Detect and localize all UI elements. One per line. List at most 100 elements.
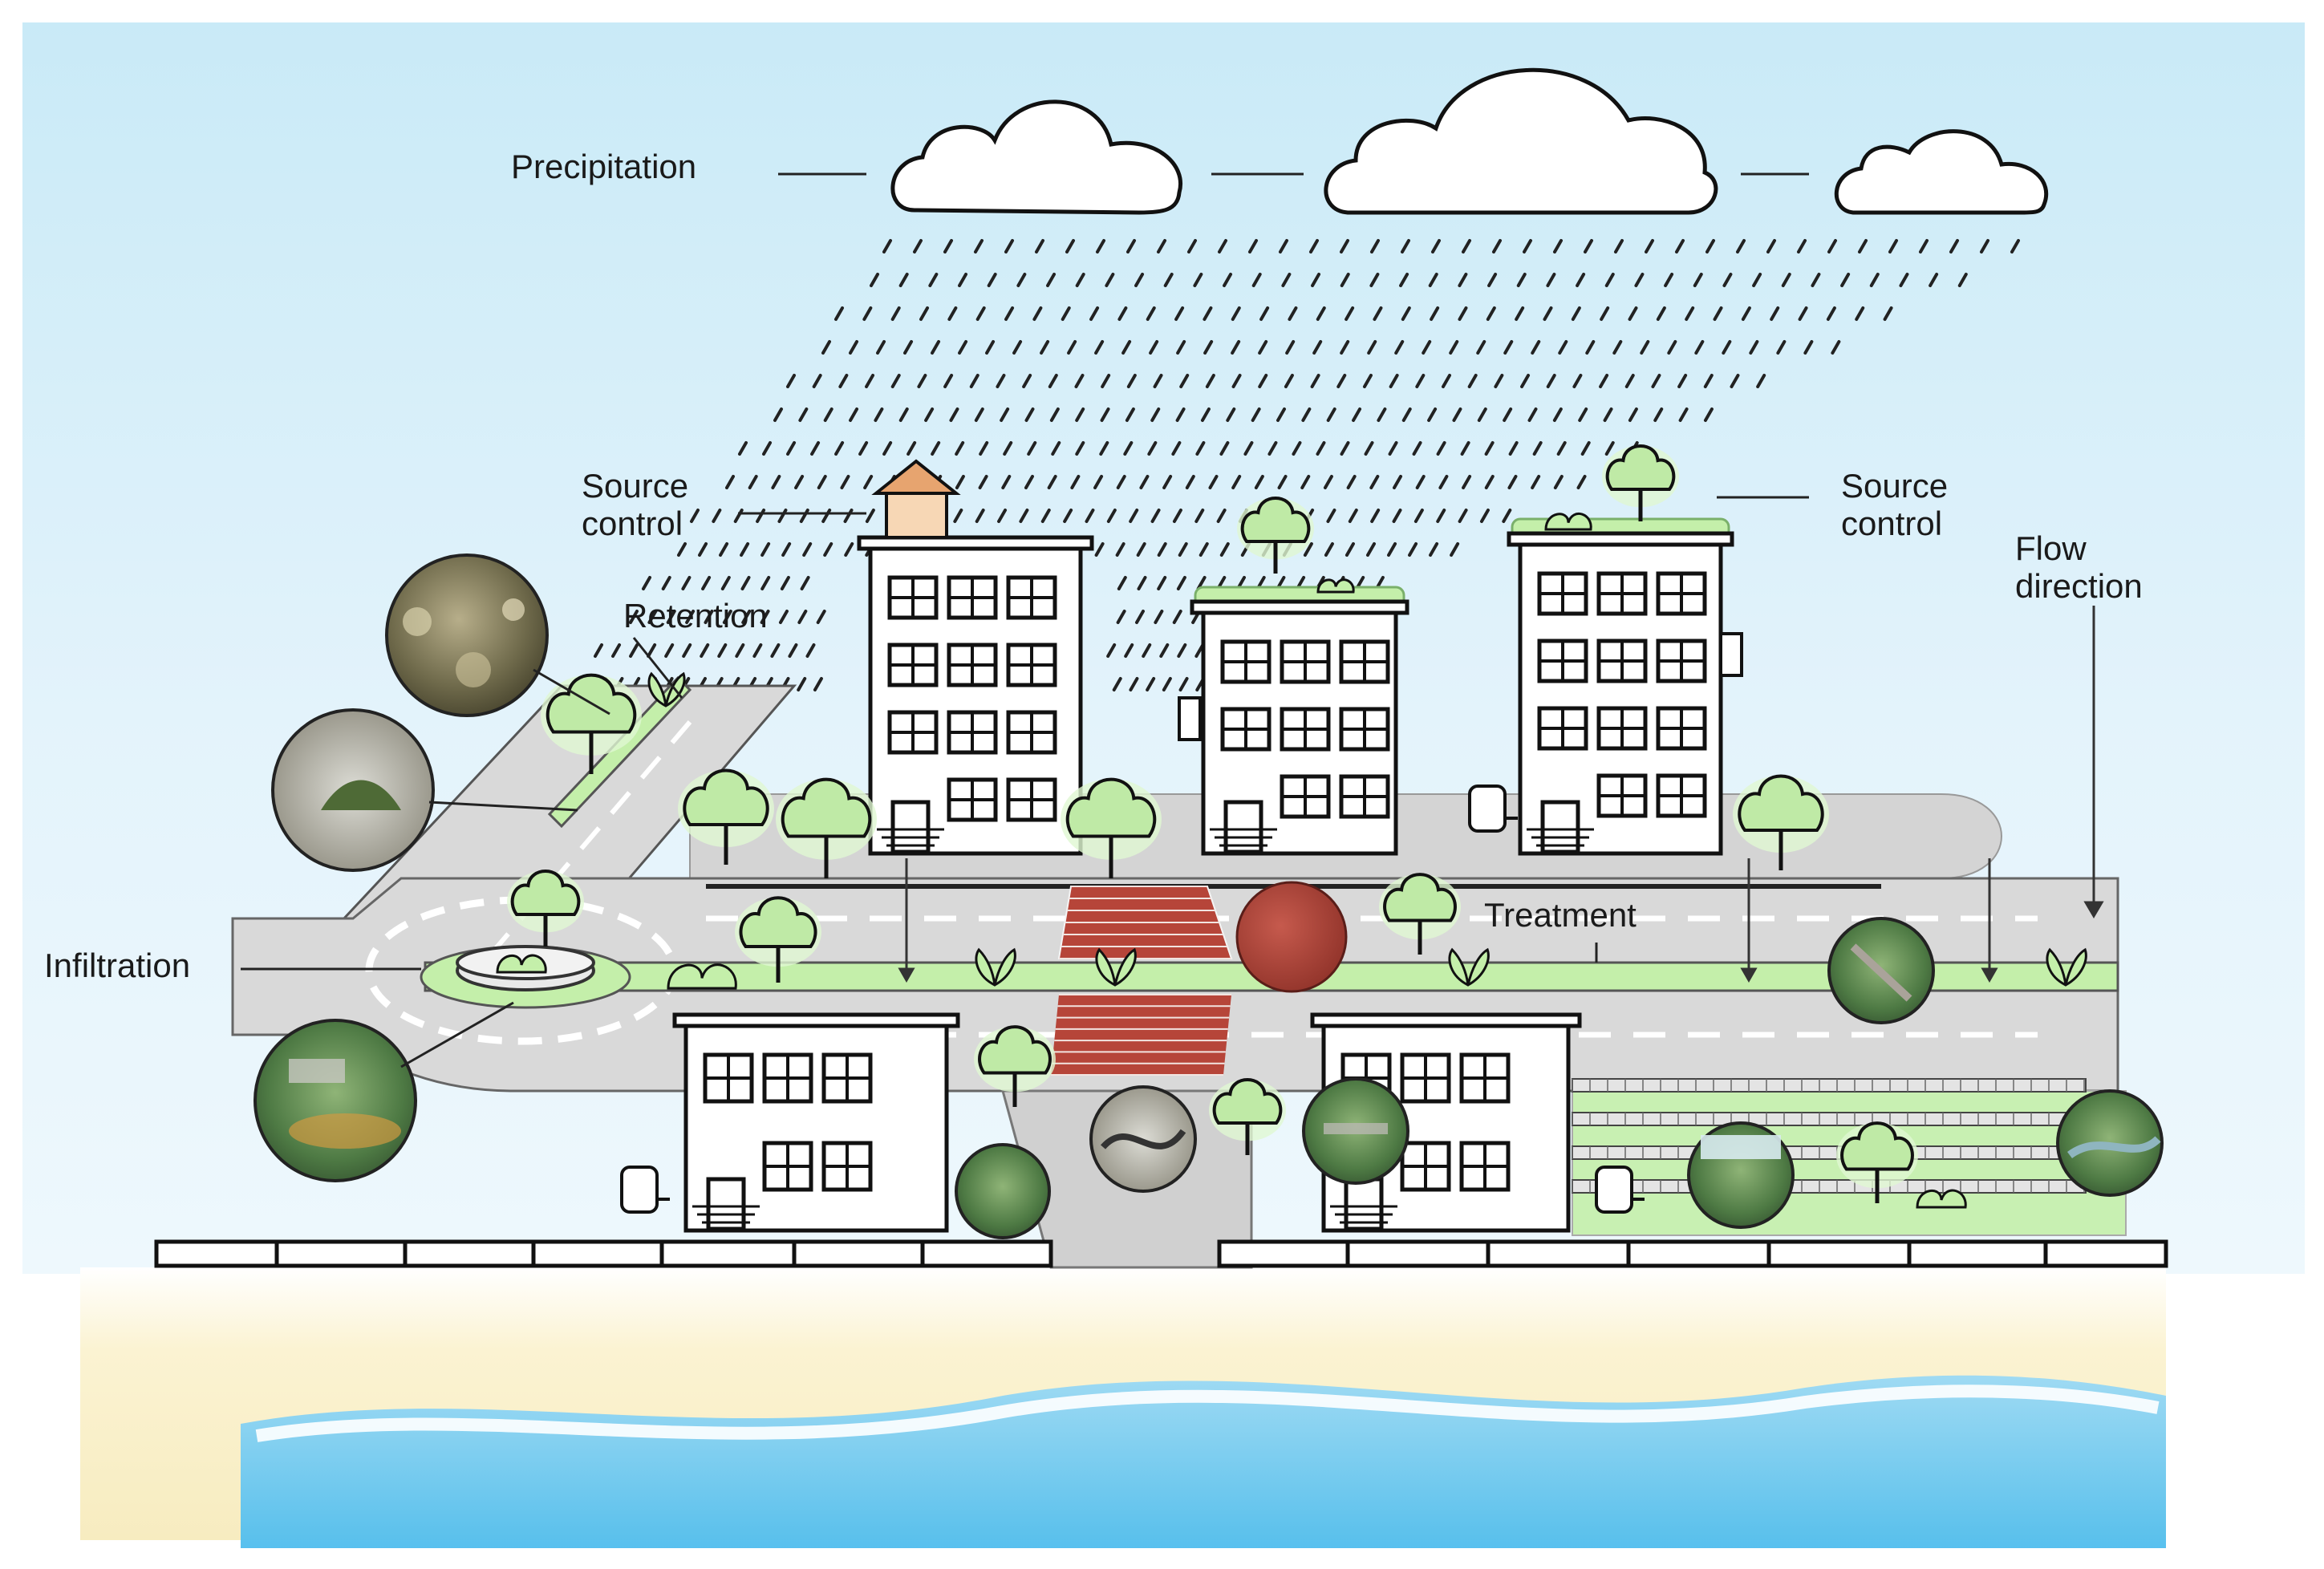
rain-drop [701,576,712,590]
rain-drop [1364,441,1374,456]
rain-drop [762,441,773,456]
photo-inset-infiltration [253,1019,417,1182]
rain-drop [1254,475,1264,489]
rain-drop [1430,306,1440,321]
rain-drop [816,610,826,624]
rain-drop [802,542,813,557]
rain-drop [1388,441,1398,456]
rain-drop [1089,306,1100,321]
rain-drop [874,407,884,422]
rain-drop [996,374,1006,388]
rain-drop [1123,441,1134,456]
rain-drop [1415,374,1426,388]
tree-icon [1061,777,1162,878]
rain-drop [1572,374,1583,388]
rain-drop [794,475,805,489]
flow-arrows [898,606,2104,983]
rain-drop [798,407,809,422]
rain-drop [1176,340,1186,355]
rain-drop [1309,239,1319,253]
rain-drop [740,576,751,590]
rain-drop [1365,542,1376,557]
rain-drop [1603,407,1613,422]
rain-drop [1065,239,1075,253]
rain-drop [760,542,771,557]
rain-drop [1556,441,1567,456]
rain-drop [2010,239,2020,253]
rain-drop [955,475,965,489]
rain-drop [1231,475,1242,489]
rain-drop [953,509,963,523]
rain-drop [1503,407,1513,422]
rain-drop [1749,340,1759,355]
rain-drop [1101,374,1111,388]
door [1223,800,1263,854]
rain-drop [1205,374,1215,388]
rain-drop [1427,407,1438,422]
rain-drop [1552,407,1563,422]
rain-drop [1628,407,1638,422]
rain-drop [1051,441,1061,456]
labels: Precipitation Source control Source cont… [44,148,2143,984]
rain-drop [898,407,909,422]
rain-drop [1117,306,1128,321]
rain-drop [931,441,941,456]
rain-drop [943,239,953,253]
label-flow-direction-1: Flow [2015,529,2087,567]
rain-drop [1827,239,1837,253]
label-source-control-right-2: control [1841,505,1942,542]
rain-drop [666,610,676,624]
rain-drop [1576,475,1587,489]
rain-drop [799,509,809,523]
rain-drop [958,340,968,355]
rain-drop [882,441,893,456]
rain-drop [1285,340,1296,355]
sidewalk-block [531,1239,664,1268]
rain-drop [974,407,984,422]
sidewalk-block [1345,1239,1491,1268]
trees [496,444,1967,1209]
rain-drop [903,340,914,355]
rain-drop [1422,340,1432,355]
rain-drop [1855,306,1865,321]
rain-drop [1408,542,1418,557]
rain-drop [1394,340,1405,355]
rain-drop [1096,239,1105,253]
cloud-icon [1834,129,2049,215]
rain-drop [1436,441,1446,456]
sidewalk-block [1626,1239,1771,1268]
rain-drop [1200,407,1211,422]
rain-drop [1035,239,1044,253]
photo-inset-retention [385,553,549,717]
rain-drop [1369,273,1380,287]
rain-drop [1484,475,1495,489]
rain-drop [1752,273,1762,287]
rain-drop [882,239,892,253]
rain-drop [1694,340,1705,355]
rain-drop [781,542,792,557]
rain-drop [1369,475,1380,489]
grass-sprouts [647,671,2087,987]
rain-drop [1279,239,1288,253]
rain-drop [1178,677,1189,691]
rain-drop [1300,475,1311,489]
photo-inset-pond [2056,1089,2164,1197]
grass-sprout-icon [1448,947,1490,987]
tree-icon [776,777,877,878]
rain-drop [1248,239,1258,253]
rain-drop [752,643,763,658]
rain-drop [719,542,729,557]
rain-drop [1429,542,1439,557]
rain-drop [1001,475,1012,489]
rain-drop [1546,273,1556,287]
rain-drop [1578,407,1588,422]
rain-drop [975,306,986,321]
rain-drop [1393,475,1403,489]
rain-drop [1100,407,1110,422]
rain-drop [1831,340,1841,355]
rain-drop [1159,643,1170,658]
rain-drop [1770,306,1780,321]
rain-drop [1105,273,1115,287]
rain-drop [865,509,875,523]
rain-drop [1150,407,1161,422]
